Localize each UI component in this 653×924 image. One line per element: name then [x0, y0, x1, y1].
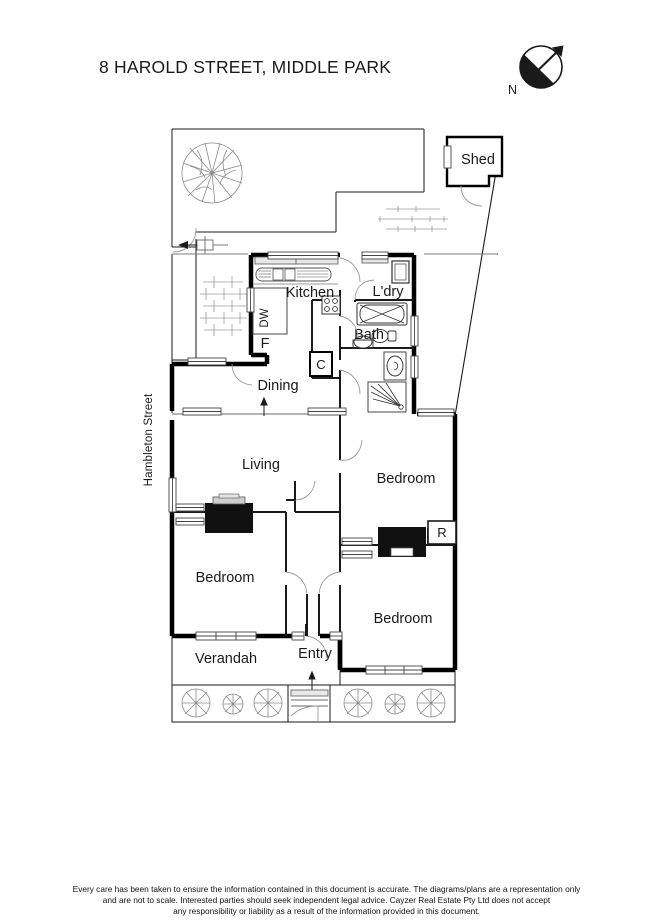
shed-room	[443, 135, 504, 207]
flow-arrows	[260, 396, 316, 690]
property-boundary-line	[454, 147, 501, 417]
tree-icon	[181, 142, 243, 204]
fixture-label-dishwasher: DW	[259, 308, 271, 327]
room-label-verandah: Verandah	[195, 651, 257, 667]
page-title: 8 HAROLD STREET, MIDDLE PARK	[99, 57, 392, 77]
room-label-bedroom-left: Bedroom	[196, 570, 255, 586]
windows	[168, 251, 455, 675]
disclaimer-line-1: Every care has been taken to ensure the …	[72, 884, 581, 894]
robe-unit	[427, 520, 457, 545]
verandah-outline	[171, 636, 456, 686]
room-label-bedroom-front-right: Bedroom	[377, 471, 436, 487]
compass-north-icon: N	[505, 36, 577, 106]
floorplan-drawing: Shed	[143, 128, 504, 723]
room-label-dining: Dining	[257, 378, 298, 394]
room-label-bath: Bath	[354, 327, 384, 343]
paving-pattern-rear	[378, 206, 448, 232]
front-garden	[171, 685, 456, 723]
fixture-label-cupboard: C	[316, 357, 325, 372]
shrubs	[181, 688, 446, 718]
room-label-entry: Entry	[298, 646, 333, 662]
bath-fixtures	[352, 302, 408, 413]
side-gate-icon	[172, 227, 228, 254]
room-label-bedroom-rear-right: Bedroom	[374, 611, 433, 627]
disclaimer-footer: Every care has been taken to ensure the …	[0, 884, 653, 918]
paving-pattern-side	[200, 276, 248, 336]
disclaimer-line-2: and are not to scale. Interested parties…	[102, 895, 551, 906]
shed-window	[443, 145, 452, 169]
fireplace-living	[205, 493, 253, 533]
kitchen-bench	[252, 256, 341, 377]
basin-icon	[386, 355, 404, 377]
cooktop-icon	[321, 295, 341, 315]
disclaimer-line-3: any responsibility or liability as a res…	[173, 906, 480, 917]
room-label-kitchen: Kitchen	[286, 285, 334, 301]
room-label-living: Living	[242, 457, 280, 473]
door-swings	[231, 257, 375, 659]
room-label-shed: Shed	[461, 152, 495, 168]
cupboard-unit	[309, 351, 333, 377]
front-steps	[290, 689, 329, 722]
fireplace-bedroom	[378, 527, 426, 557]
dishwasher-unit	[252, 287, 288, 335]
fixture-label-fridge: F	[261, 336, 270, 352]
street-label-hambleton: Hambleton Street	[143, 393, 155, 486]
room-label-laundry: L'dry	[373, 284, 405, 300]
fixture-label-robe: R	[437, 525, 446, 540]
laundry-fixtures	[361, 256, 410, 284]
shed-door-swing	[460, 185, 483, 207]
compass-label: N	[508, 83, 517, 97]
